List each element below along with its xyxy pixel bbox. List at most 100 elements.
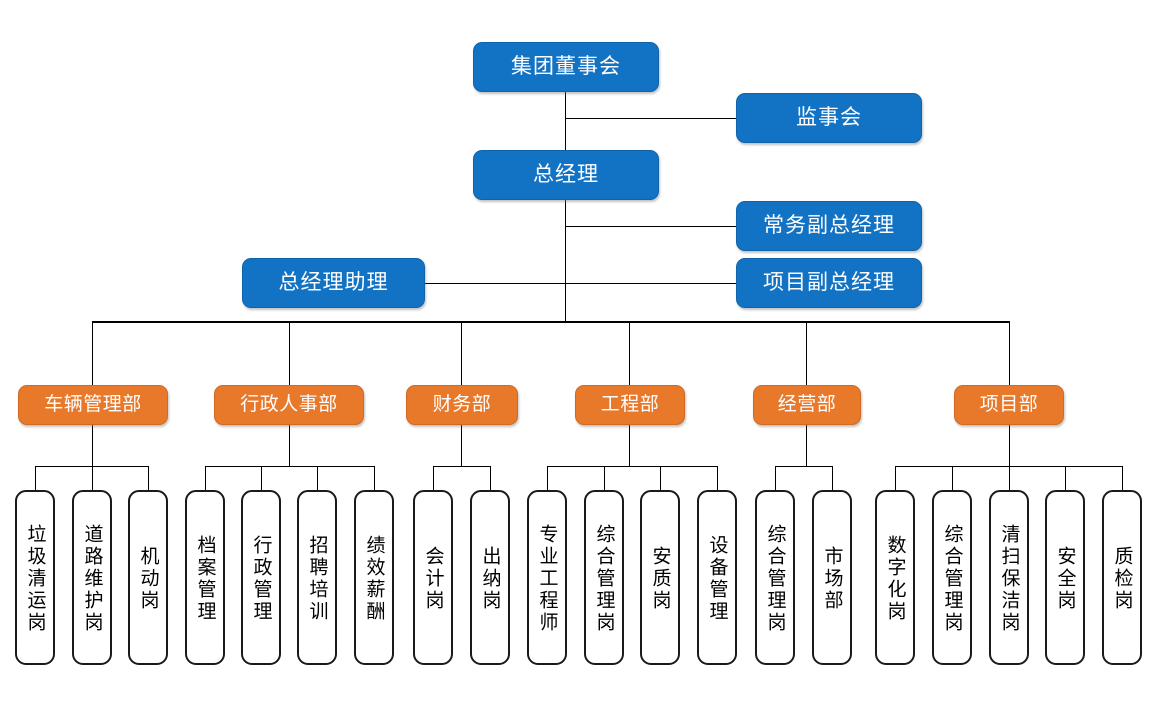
node-position[interactable]: 会计岗: [413, 490, 453, 665]
node-position[interactable]: 垃圾清运岗: [15, 490, 55, 665]
connector-dept1-stem: [92, 425, 93, 466]
node-department-operations[interactable]: 经营部: [753, 385, 861, 425]
node-label: 垃圾清运岗: [24, 523, 46, 634]
connector-dept4-leaf3: [660, 466, 661, 490]
node-label: 工程部: [600, 393, 660, 415]
node-department-finance[interactable]: 财务部: [406, 385, 518, 425]
connector-dept4-leaf2: [604, 466, 605, 490]
node-label: 清扫保洁岗: [998, 523, 1020, 634]
connector-department-bus: [92, 321, 1010, 323]
node-position[interactable]: 清扫保洁岗: [989, 490, 1029, 665]
node-project-deputy-gm[interactable]: 项目副总经理: [736, 258, 922, 308]
connector-dept5-bar: [775, 466, 832, 467]
connector-dept2-bar: [205, 466, 374, 467]
node-department-project[interactable]: 项目部: [954, 385, 1064, 425]
node-position[interactable]: 质检岗: [1102, 490, 1142, 665]
node-position[interactable]: 专业工程师: [527, 490, 567, 665]
connector-dept6-bar: [895, 466, 1122, 467]
node-executive-deputy-gm[interactable]: 常务副总经理: [736, 201, 922, 251]
connector-dept3-bar: [433, 466, 490, 467]
node-label: 行政管理: [250, 534, 272, 623]
connector-dept2-leaf1: [205, 466, 206, 490]
connector-board-to-supervisory: [565, 118, 736, 119]
node-position[interactable]: 出纳岗: [470, 490, 510, 665]
node-label: 市场部: [821, 545, 843, 612]
node-label: 专业工程师: [536, 523, 558, 634]
connector-dept6-leaf5: [1122, 466, 1123, 490]
node-group-board[interactable]: 集团董事会: [473, 42, 659, 92]
node-position[interactable]: 综合管理岗: [755, 490, 795, 665]
node-position[interactable]: 档案管理: [185, 490, 225, 665]
node-position[interactable]: 道路维护岗: [72, 490, 112, 665]
node-position[interactable]: 数字化岗: [875, 490, 915, 665]
node-position[interactable]: 机动岗: [128, 490, 168, 665]
node-label: 出纳岗: [479, 545, 501, 612]
node-department-vehicle-management[interactable]: 车辆管理部: [18, 385, 168, 425]
connector-dept2-leaf3: [317, 466, 318, 490]
node-position[interactable]: 市场部: [812, 490, 852, 665]
connector-dept4-stem: [629, 425, 630, 466]
connector-bus-drop-5: [806, 321, 807, 385]
node-label: 总经理: [533, 163, 599, 187]
node-general-manager[interactable]: 总经理: [473, 150, 659, 200]
node-label: 招聘培训: [306, 534, 328, 623]
connector-dept1-leaf2: [92, 466, 93, 490]
node-label: 机动岗: [137, 545, 159, 612]
node-position[interactable]: 综合管理岗: [584, 490, 624, 665]
connector-dept4-bar: [547, 466, 717, 467]
node-label: 车辆管理部: [44, 393, 142, 415]
node-gm-assistant[interactable]: 总经理助理: [242, 258, 425, 308]
connector-dept6-leaf2: [952, 466, 953, 490]
node-position[interactable]: 招聘培训: [297, 490, 337, 665]
node-label: 道路维护岗: [81, 523, 103, 634]
connector-dept3-leaf1: [433, 466, 434, 490]
connector-dept6-leaf1: [895, 466, 896, 490]
connector-board-to-gm: [565, 92, 566, 150]
node-department-engineering[interactable]: 工程部: [575, 385, 685, 425]
connector-gm-to-exec-deputy: [565, 226, 736, 227]
connector-dept4-leaf1: [547, 466, 548, 490]
connector-dept6-leaf4: [1065, 466, 1066, 490]
node-label: 综合管理岗: [941, 523, 963, 634]
node-label: 安全岗: [1054, 545, 1076, 612]
node-position[interactable]: 设备管理: [697, 490, 737, 665]
connector-dept5-leaf1: [775, 466, 776, 490]
node-label: 综合管理岗: [593, 523, 615, 634]
connector-dept4-leaf4: [717, 466, 718, 490]
connector-dept6-leaf3: [1009, 466, 1010, 490]
connector-bus-drop-1: [92, 321, 93, 385]
connector-dept5-leaf2: [832, 466, 833, 490]
connector-dept3-stem: [461, 425, 462, 466]
connector-dept6-stem: [1009, 425, 1010, 466]
node-position[interactable]: 安质岗: [640, 490, 680, 665]
connector-gm-down: [565, 200, 566, 322]
node-label: 财务部: [432, 393, 492, 415]
node-supervisory-board[interactable]: 监事会: [736, 93, 922, 143]
node-label: 常务副总经理: [763, 214, 895, 238]
connector-bus-drop-3: [461, 321, 462, 385]
node-label: 设备管理: [706, 534, 728, 623]
connector-dept2-stem: [289, 425, 290, 466]
connector-dept2-leaf4: [374, 466, 375, 490]
node-position[interactable]: 绩效薪酬: [354, 490, 394, 665]
node-position[interactable]: 综合管理岗: [932, 490, 972, 665]
node-position[interactable]: 安全岗: [1045, 490, 1085, 665]
node-department-admin-hr[interactable]: 行政人事部: [214, 385, 364, 425]
connector-dept1-leaf1: [35, 466, 36, 490]
node-position[interactable]: 行政管理: [241, 490, 281, 665]
connector-gm-to-project-deputy: [565, 283, 736, 284]
node-label: 绩效薪酬: [363, 534, 385, 623]
node-label: 数字化岗: [884, 534, 906, 623]
connector-bus-drop-2: [289, 321, 290, 385]
connector-dept3-leaf2: [490, 466, 491, 490]
node-label: 综合管理岗: [764, 523, 786, 634]
node-label: 监事会: [796, 106, 862, 130]
node-label: 项目副总经理: [763, 271, 895, 295]
connector-bus-drop-4: [629, 321, 630, 385]
node-label: 总经理助理: [278, 271, 389, 295]
connector-bus-drop-6: [1009, 321, 1010, 385]
connector-dept2-leaf2: [261, 466, 262, 490]
connector-dept5-stem: [806, 425, 807, 466]
node-label: 行政人事部: [240, 393, 338, 415]
